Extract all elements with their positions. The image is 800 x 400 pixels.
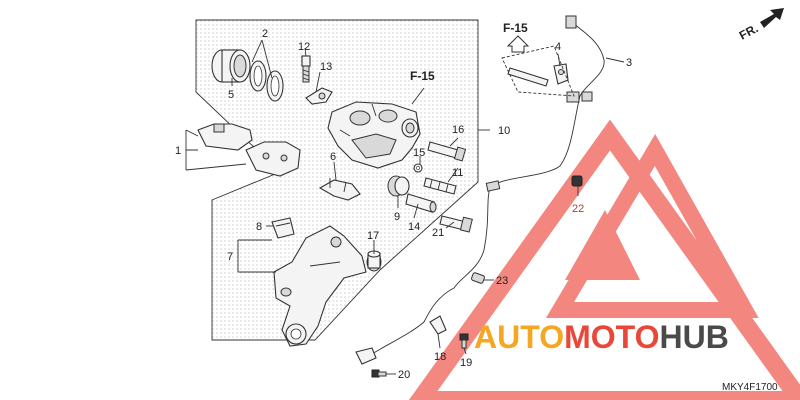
watermark-word-moto: MOTO (564, 319, 659, 355)
callout-4: 4 (555, 41, 561, 53)
watermark-word-auto: AUTO (474, 319, 564, 355)
callout-18: 18 (434, 351, 446, 363)
cable-clip-part (471, 272, 485, 284)
pin-boot-part (387, 175, 410, 197)
caliper-pin-part (405, 193, 437, 213)
callout-13: 13 (320, 61, 332, 73)
callout-23: 23 (496, 275, 508, 287)
grommet-part (571, 175, 583, 187)
bushing-part (366, 250, 382, 272)
callout-3: 3 (626, 57, 632, 69)
reference-label-f15-top: F-15 (503, 21, 528, 35)
pad-spring-part (318, 178, 361, 201)
leader-lines (185, 39, 625, 375)
callout-17: 17 (367, 230, 379, 242)
callout-6: 6 (330, 151, 336, 163)
sensor-bolt-part (371, 369, 387, 378)
callout-8: 8 (256, 221, 262, 233)
bleeder-screw-part (301, 55, 311, 83)
callout-14: 14 (408, 221, 420, 233)
bracket-bolt-part (439, 215, 473, 233)
page-code: MKY4F1700 (722, 382, 778, 393)
bleeder-cap-part (305, 87, 333, 105)
callout-21: 21 (432, 227, 444, 239)
callout-12: 12 (298, 41, 310, 53)
front-direction-label: FR. (737, 21, 761, 42)
pin-bolt-part (427, 141, 467, 162)
callout-10: 10 (498, 125, 510, 137)
callout-7: 7 (227, 251, 233, 263)
wheel-speed-sensor-cable (355, 15, 605, 365)
boot-part (413, 163, 423, 173)
sensor-bracket-part (553, 63, 580, 103)
callout-2: 2 (262, 28, 268, 40)
callout-1: 1 (175, 145, 181, 157)
callout-22: 22 (572, 203, 584, 215)
cable-clamp-part (429, 315, 447, 335)
piston-seal-part (249, 60, 284, 102)
reference-arrow-f15 (506, 35, 530, 53)
svg-text:AUTOMOTOHUB: AUTOMOTOHUB (474, 319, 729, 355)
callout-15: 15 (413, 147, 425, 159)
caliper-bracket-part (273, 225, 367, 347)
piston-part (211, 49, 251, 83)
callout-5: 5 (228, 89, 234, 101)
sleeve-part (423, 177, 457, 195)
callout-9: 9 (394, 211, 400, 223)
pad-clip-part (271, 217, 295, 239)
callout-20: 20 (398, 369, 410, 381)
watermark-text: AUTOMOTOHUB (474, 319, 729, 355)
brake-pads-part (197, 123, 301, 177)
callout-16: 16 (452, 124, 464, 136)
watermark-word-hub: HUB (659, 319, 728, 355)
caliper-body-part (327, 101, 421, 169)
watermark-logo-triangle (408, 119, 800, 400)
callout-labels: 1 2 3 4 5 6 7 8 9 10 11 12 13 14 15 16 1… (175, 21, 778, 393)
reference-label-f15-inner: F-15 (410, 69, 435, 83)
sensor-bolt-box (501, 45, 575, 97)
callout-11: 11 (452, 167, 463, 179)
front-direction-arrow (760, 8, 784, 28)
callout-19: 19 (460, 357, 472, 369)
